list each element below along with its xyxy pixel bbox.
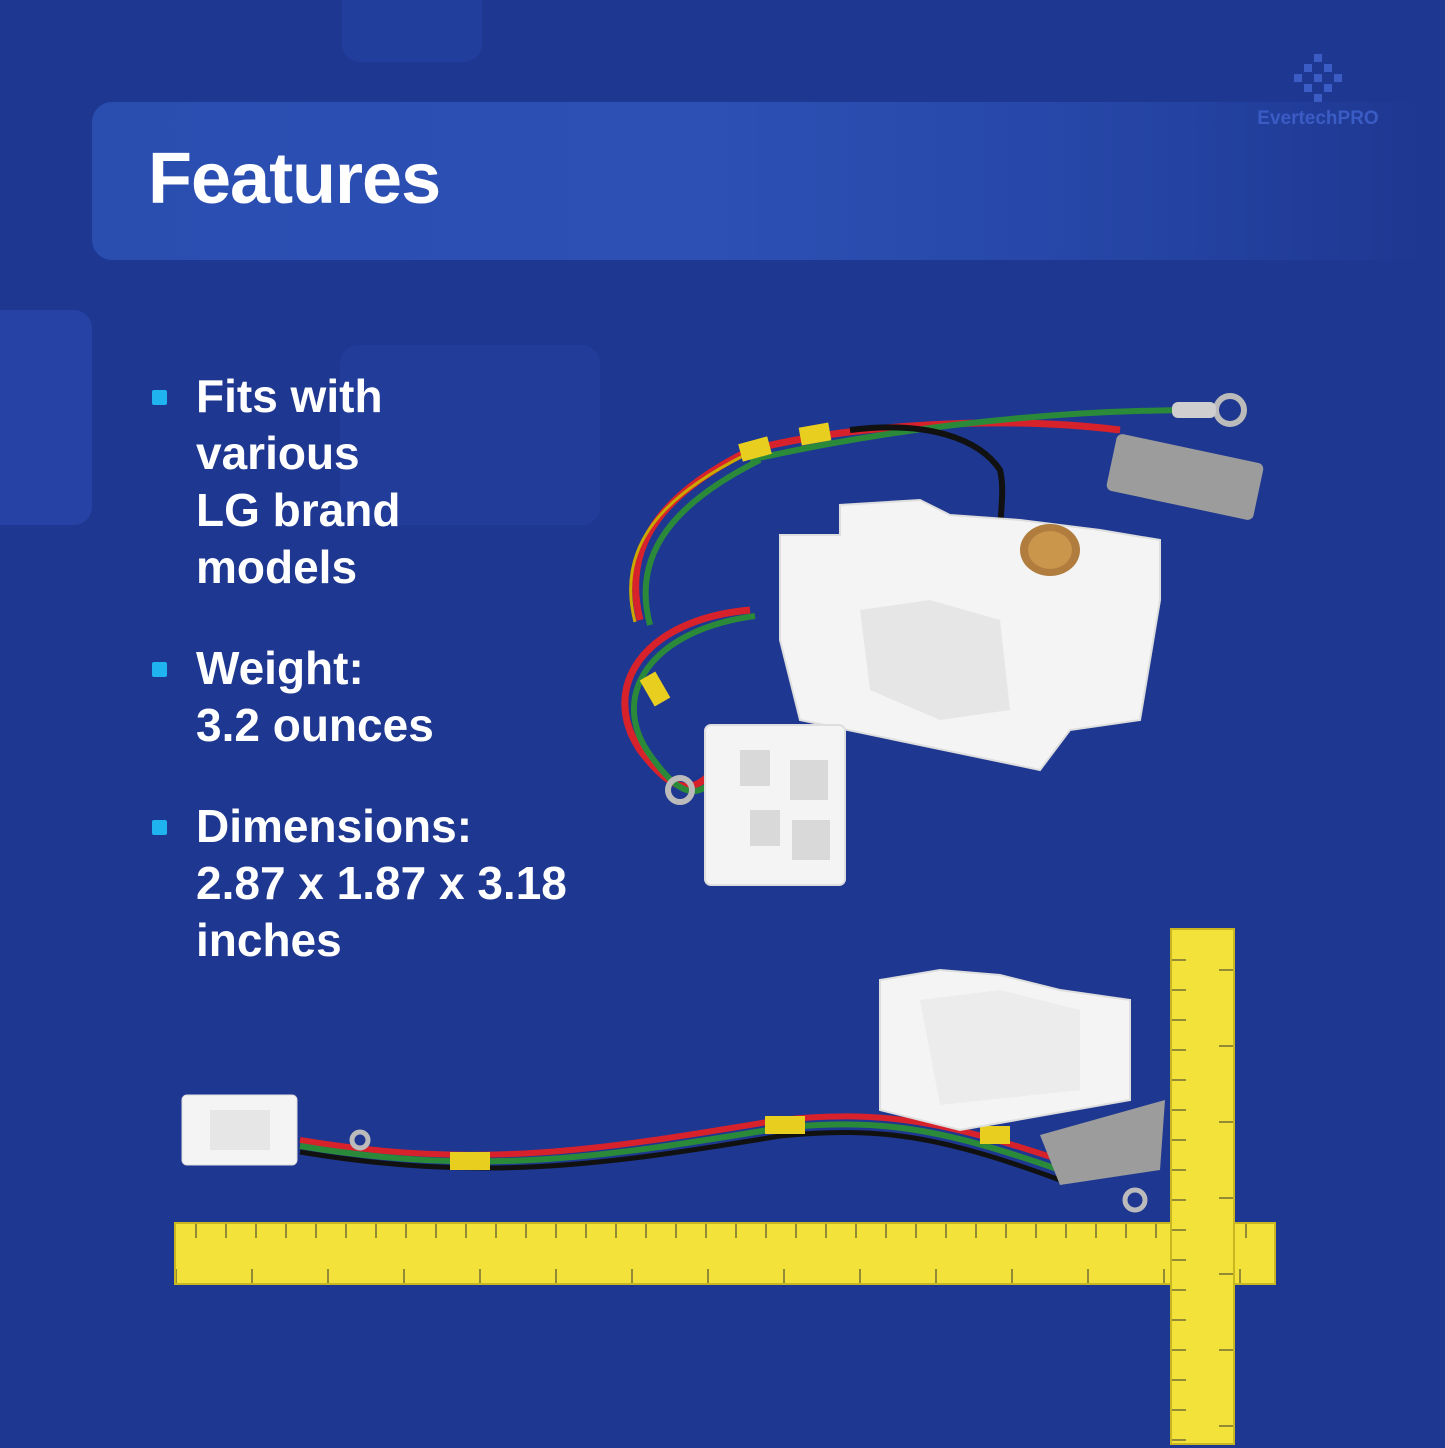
feature-item: Dimensions: 2.87 x 1.87 x 3.18 inches bbox=[150, 798, 590, 969]
brand-logo: EvertechPRO bbox=[1238, 52, 1398, 132]
bullet-icon bbox=[152, 820, 167, 835]
background-decoration bbox=[0, 310, 92, 525]
feature-list: Fits with various LG brand models Weight… bbox=[150, 368, 590, 1013]
bullet-icon bbox=[152, 662, 167, 677]
feature-item: Fits with various LG brand models bbox=[150, 368, 590, 596]
feature-item: Weight: 3.2 ounces bbox=[150, 640, 590, 754]
relay-harness-with-measuring-tape-photo bbox=[181, 968, 1165, 1213]
feature-text: Dimensions: 2.87 x 1.87 x 3.18 inches bbox=[196, 800, 567, 966]
measuring-tape-vertical bbox=[1170, 928, 1235, 1445]
measuring-tape-horizontal bbox=[174, 1222, 1276, 1285]
feature-text: Weight: 3.2 ounces bbox=[196, 642, 434, 751]
feature-text: Fits with various LG brand models bbox=[196, 370, 401, 593]
brand-name: EvertechPRO bbox=[1257, 108, 1379, 129]
tape-ticks bbox=[1172, 959, 1233, 1441]
background-decoration bbox=[340, 345, 600, 525]
diamond-pixel-logo-icon bbox=[1294, 54, 1342, 102]
bullet-icon bbox=[152, 390, 167, 405]
background-decoration bbox=[342, 0, 482, 62]
relay-harness-assembly-photo bbox=[621, 393, 1264, 886]
page-title: Features bbox=[148, 139, 441, 219]
header-band bbox=[92, 102, 1445, 260]
tape-ticks bbox=[175, 1224, 1247, 1283]
